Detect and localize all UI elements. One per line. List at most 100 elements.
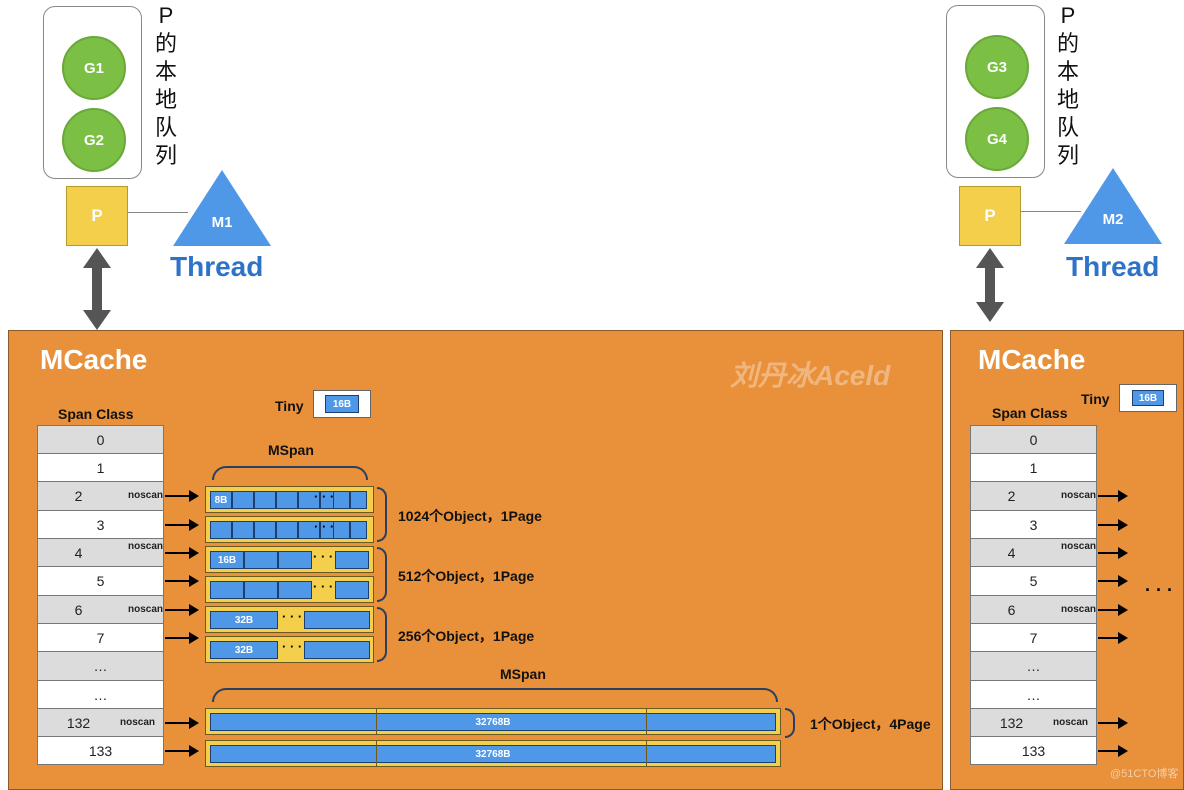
tiny-allocator: 16B [1119,384,1177,412]
watermark: @51CTO博客 [1110,768,1179,780]
page-divider [376,709,377,734]
tiny-block: 16B [325,395,359,413]
object-block [244,551,278,569]
span-class-index: 132 [999,715,1024,731]
brace [377,547,387,602]
span-class-index: 0 [96,432,105,448]
machine-triangle [173,170,271,246]
span-class-index: 3 [96,517,105,533]
mspan-label: MSpan [500,666,546,682]
noscan-label: noscan [120,717,156,728]
noscan-label: noscan [1061,541,1097,552]
span-class-row: 3 [37,510,164,539]
span-class-index: … [1026,687,1041,703]
object-block [335,581,369,599]
span-class-row: 132 noscan [970,708,1097,737]
mspan: · · · [205,516,374,543]
span-class-row: 132 noscan [37,708,164,737]
object-block: 32B [210,611,278,629]
arrow-icon [1098,604,1128,616]
span-class-row: 0 [970,425,1097,454]
object-block [210,581,244,599]
span-class-row: 5 [37,566,164,596]
ellipsis: · · · [313,579,334,594]
span-class-row: … [37,680,164,709]
span-class-row: 7 [970,623,1097,652]
goroutine-g4: G4 [965,107,1029,171]
object-block [298,491,320,509]
brace [377,607,387,662]
span-class-index: 2 [74,488,83,504]
processor-p: P [66,186,128,246]
brace [377,487,387,542]
span-class-index: 133 [88,743,113,759]
mspan-large: 32768B [205,740,781,767]
thread-label: Thread [170,251,264,282]
span-class-index: 1 [96,460,105,476]
object-block [254,491,276,509]
object-block [232,521,254,539]
mspan: 16B · · · [205,546,374,573]
span-class-index: 0 [1029,432,1038,448]
object-block [333,521,350,539]
tiny-allocator: 16B [313,390,371,418]
object-block-32768: 32768B [210,745,776,763]
span-class-row: 4 noscan [970,538,1097,567]
mspan: 32B· · · [205,606,374,633]
tiny-block: 16B [1132,390,1164,406]
noscan-label: noscan [128,490,164,501]
object-block: 8B [210,491,232,509]
object-count-label: 1024个Object，1Page [398,507,542,524]
ellipsis: · · · [313,549,334,564]
arrow-icon [1098,745,1128,757]
span-class-row: 4 noscan [37,538,164,567]
arrow-icon [1098,717,1128,729]
span-class-row: … [37,651,164,681]
span-class-row: 1 [37,453,164,482]
arrow-icon [1098,519,1128,531]
noscan-label: noscan [1061,604,1097,615]
object-block: 16B [210,551,244,569]
span-class-row: 3 [970,510,1097,539]
span-class-index: 2 [1007,488,1016,504]
p-m-link [128,212,188,213]
span-class-row: … [970,680,1097,709]
processor-p: P [959,186,1021,246]
ellipsis: · · · [314,489,335,504]
goroutine-g2: G2 [62,108,126,172]
double-arrow-icon [83,248,111,330]
span-class-index: 4 [74,545,83,561]
mcache-title: MCache [978,344,1086,375]
object-block [244,581,278,599]
mspan-large: 32768B [205,708,781,735]
object-block [304,641,370,659]
arrow-icon [165,575,199,587]
noscan-label: noscan [128,541,164,552]
more-dots: · · · [1145,580,1173,600]
span-class-index: 4 [1007,545,1016,561]
span-class-row: 1 [970,453,1097,482]
ellipsis: · · · [314,519,335,534]
ellipsis: · · · [282,639,303,654]
object-block [304,611,370,629]
mspan: 32B· · · [205,636,374,663]
span-class-index: 132 [66,715,91,731]
machine-m2-label: M2 [1102,211,1124,228]
span-class-index: 1 [1029,460,1038,476]
arrow-icon [1098,547,1128,559]
arrow-icon [1098,632,1128,644]
span-class-header: Span Class [992,405,1068,421]
arrow-icon [1098,490,1128,502]
queue-label: P的本地队列 [154,3,177,168]
object-block [232,491,254,509]
span-class-index: 133 [1021,743,1046,759]
noscan-label: noscan [1053,717,1089,728]
span-class-row: 133 [970,736,1097,765]
span-class-row: … [970,651,1097,681]
machine-m1-label: M1 [211,214,233,231]
mspan: · · · [205,576,374,603]
arrow-icon [165,490,199,502]
mspan-brace-top [212,466,368,480]
